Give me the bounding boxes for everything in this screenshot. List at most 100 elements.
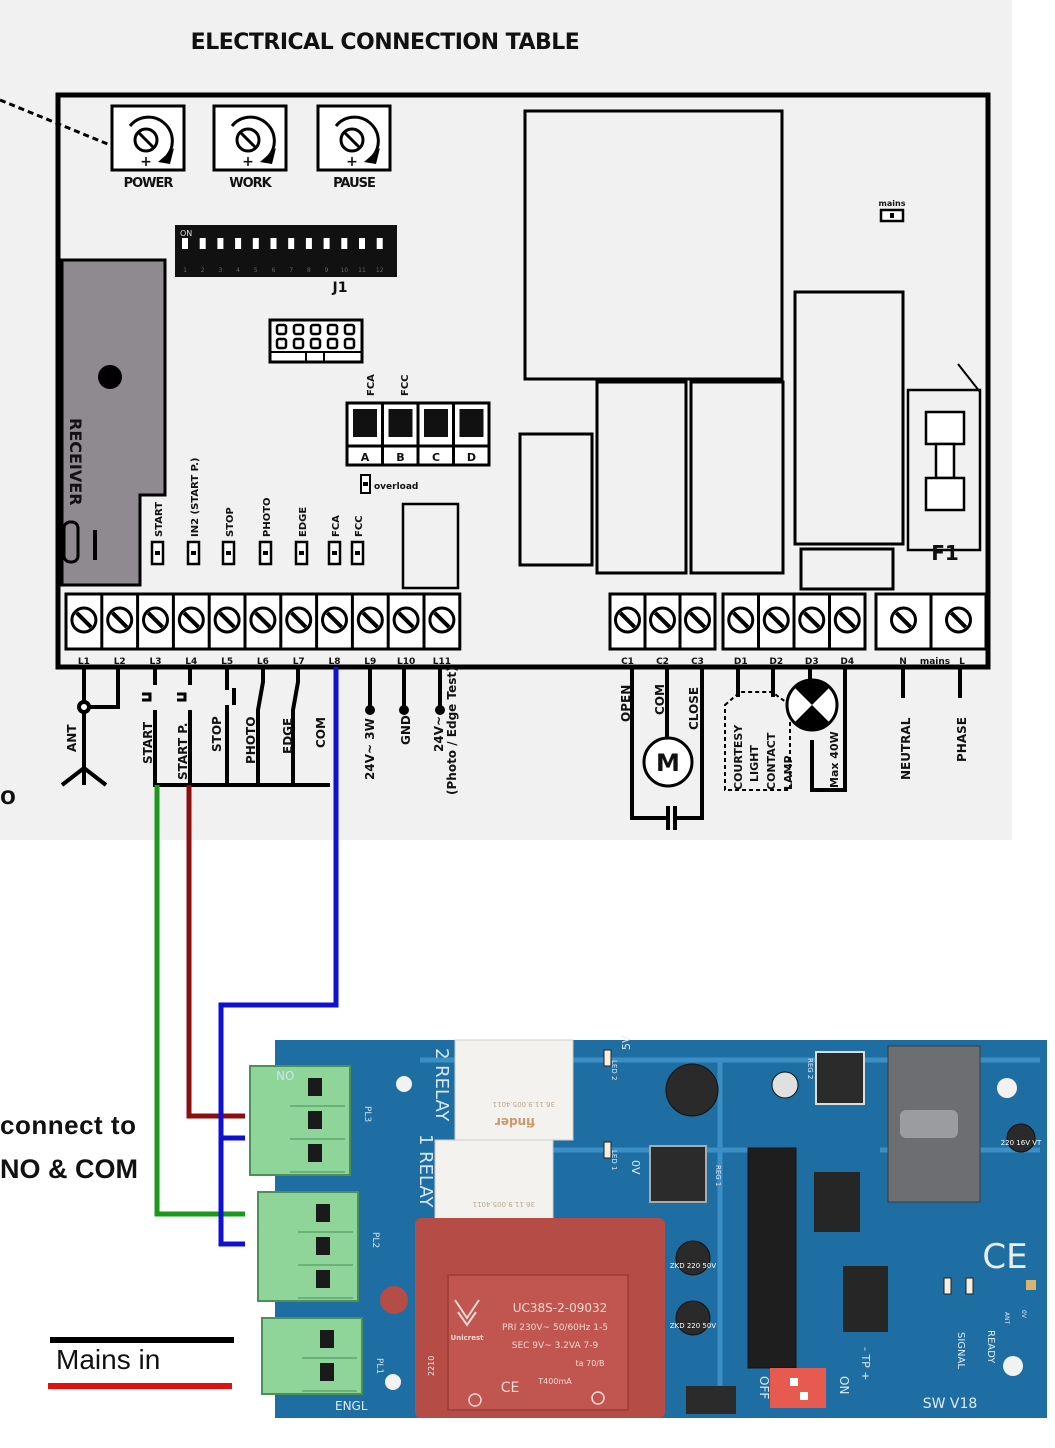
terminal-label: L4 xyxy=(185,657,197,667)
photo-edge-test-label: (Photo / Edge Test) xyxy=(445,666,459,795)
dip-key[interactable] xyxy=(270,238,277,249)
terminal-screw[interactable] xyxy=(945,606,972,634)
terminal-screw[interactable] xyxy=(177,606,205,634)
wire-entry[interactable] xyxy=(308,1144,322,1162)
dip-position-label: 9 xyxy=(325,267,329,274)
limit-jumper[interactable] xyxy=(388,409,413,437)
silk-ready: READY xyxy=(985,1330,996,1364)
gsm-driver-chip xyxy=(843,1266,888,1332)
terminal-label: D2 xyxy=(769,657,783,667)
wire-entry[interactable] xyxy=(308,1078,322,1096)
trimmer-work[interactable]: +WORK xyxy=(212,104,288,191)
connector-pl2[interactable]: PL2 xyxy=(257,1191,380,1302)
dip-key[interactable] xyxy=(288,238,295,249)
wire-entry[interactable] xyxy=(316,1270,330,1288)
receiver-screw-hole xyxy=(98,365,122,389)
terminal-label: L2 xyxy=(114,657,126,667)
trimmer-pause[interactable]: +PAUSE xyxy=(316,104,392,191)
terminal-screw[interactable] xyxy=(890,606,917,634)
dip-key[interactable] xyxy=(252,238,259,249)
terminal-screw[interactable] xyxy=(392,606,420,634)
wire-entry[interactable] xyxy=(320,1363,334,1381)
transformer-side-code: 2210 xyxy=(427,1356,436,1376)
silk-led2: LED 2 xyxy=(610,1060,618,1080)
dip-key[interactable] xyxy=(199,238,206,249)
pointer-dashed-line xyxy=(0,98,111,147)
terminal-label: D1 xyxy=(734,657,748,667)
rotate-arrow-icon xyxy=(230,115,276,157)
limit-jumper[interactable] xyxy=(424,409,448,437)
electrolytic-capacitor xyxy=(675,1300,711,1336)
connector-pl1[interactable]: PL1 xyxy=(261,1317,384,1395)
terminal-screw[interactable] xyxy=(614,606,641,634)
dip-key[interactable] xyxy=(182,238,188,249)
wire-entry[interactable] xyxy=(316,1204,330,1222)
stop-label: STOP xyxy=(210,716,224,752)
firmware-version: SW V18 xyxy=(923,1396,978,1412)
controller-board-outline xyxy=(55,92,991,670)
trimmer-label: POWER xyxy=(124,176,174,191)
dip-key[interactable] xyxy=(235,238,242,249)
mount-hole xyxy=(997,1078,1017,1098)
mains-led-label: mains xyxy=(879,199,906,208)
header-pin xyxy=(309,323,322,336)
terminal-screw[interactable] xyxy=(649,606,676,634)
terminal-screw[interactable] xyxy=(285,606,313,634)
trimmer-power[interactable]: +POWER xyxy=(110,104,186,191)
wire-entry[interactable] xyxy=(316,1237,330,1255)
mains-led: mains xyxy=(879,199,906,223)
terminal-screw[interactable] xyxy=(356,606,384,634)
wire-entry[interactable] xyxy=(320,1330,334,1348)
power-components xyxy=(518,109,982,591)
terminal-label: L1 xyxy=(78,657,90,667)
com-label: COM xyxy=(314,717,328,748)
terminal-screw[interactable] xyxy=(833,606,861,634)
limit-jumper[interactable] xyxy=(353,409,377,437)
terminal-block-mains xyxy=(874,592,988,651)
input-led: START xyxy=(150,502,165,566)
dip-key[interactable] xyxy=(341,238,348,249)
terminal-screw[interactable] xyxy=(798,606,826,634)
terminal-screw[interactable] xyxy=(684,606,711,634)
dip-key[interactable] xyxy=(217,238,224,249)
terminal-screw[interactable] xyxy=(249,606,277,634)
relay-part: 36.11.9.005.4011 xyxy=(473,1200,535,1208)
header-pin xyxy=(326,337,339,350)
input-led: FCA xyxy=(327,515,342,566)
dip-key[interactable] xyxy=(305,238,312,249)
connector-label: PL3 xyxy=(362,1106,372,1122)
neutral-label: NEUTRAL xyxy=(899,717,913,780)
terminal-screw[interactable] xyxy=(321,606,348,634)
limit-jumper[interactable] xyxy=(459,409,484,437)
terminal-screw[interactable] xyxy=(106,606,134,634)
board-dip-switch[interactable] xyxy=(770,1368,826,1408)
limit-cell-label: A xyxy=(361,451,370,464)
dip-position-label: 8 xyxy=(307,267,311,274)
connector-pl3[interactable]: PL3 xyxy=(249,1065,372,1176)
input-led: IN2 (START P.) xyxy=(186,457,201,566)
dip-key[interactable] xyxy=(359,238,365,249)
terminal-label: C1 xyxy=(621,657,634,667)
input-led: PHOTO xyxy=(258,497,273,566)
antenna-connector[interactable] xyxy=(1026,1280,1036,1290)
terminal-screw[interactable] xyxy=(70,606,98,634)
terminal-screw[interactable] xyxy=(142,606,169,634)
input-led: STOP xyxy=(221,507,236,566)
pcb-fuse xyxy=(380,1286,408,1314)
transformer-fuse: T400mA xyxy=(537,1377,572,1386)
terminal-l-label: L xyxy=(959,657,965,667)
terminal-screw[interactable] xyxy=(762,606,790,634)
terminal-screw[interactable] xyxy=(428,606,456,634)
dip-key[interactable] xyxy=(323,238,330,249)
dip-key[interactable] xyxy=(376,238,383,249)
connector-label: PL1 xyxy=(374,1358,384,1374)
terminal-screw[interactable] xyxy=(727,606,755,634)
terminal-label: L7 xyxy=(293,657,305,667)
pin5-marker xyxy=(591,1391,605,1405)
capacitor-rating: 220 16V VT xyxy=(1001,1139,1042,1147)
wire-entry[interactable] xyxy=(308,1111,322,1129)
terminal-screw[interactable] xyxy=(213,606,241,634)
